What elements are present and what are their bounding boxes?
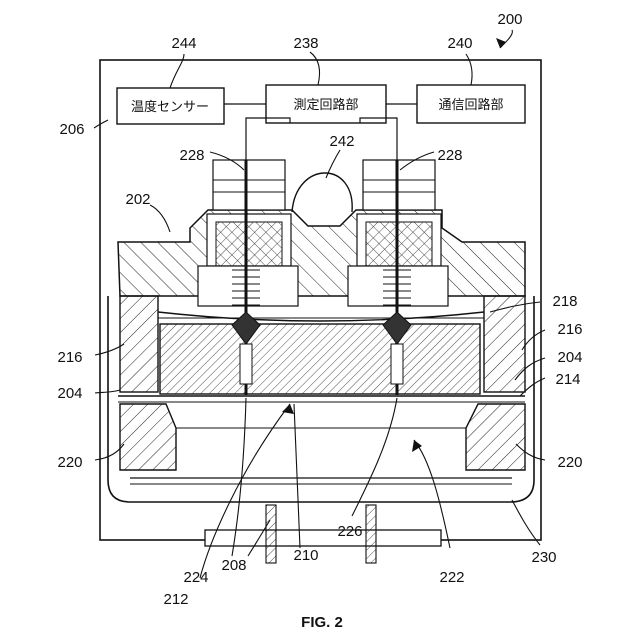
electrode-via-right [391, 344, 403, 384]
ref-204-right: 204 [557, 349, 582, 366]
ref-228-left: 228 [179, 147, 204, 164]
lead-wire-left [246, 118, 290, 160]
diaphragm [158, 312, 484, 321]
ref-240: 240 [447, 35, 472, 52]
communication-circuit-label: 通信回路部 [438, 97, 503, 112]
ref-214: 214 [555, 371, 580, 388]
ref-206: 206 [59, 121, 84, 138]
temperature-sensor-label: 温度センサー [131, 99, 209, 114]
ref-212: 212 [163, 591, 188, 608]
side-wall-left [120, 296, 158, 392]
ref-216-right: 216 [557, 321, 582, 338]
top-body [118, 210, 525, 296]
ref-222: 222 [439, 569, 464, 586]
ref-244: 244 [171, 35, 196, 52]
sensor-element [160, 324, 480, 394]
fitting [205, 505, 441, 563]
arrow-head [496, 38, 506, 48]
lower-ring-left [120, 404, 176, 470]
temperature-sensor-box: 温度センサー [117, 88, 224, 124]
ref-208: 208 [221, 557, 246, 574]
figure-caption: FIG. 2 [301, 614, 343, 631]
ref-224: 224 [183, 569, 208, 586]
side-wall-right [484, 296, 525, 392]
ref-220-right: 220 [557, 454, 582, 471]
ref-204-left: 204 [57, 385, 82, 402]
cable-arc [292, 173, 352, 212]
ref-200: 200 [497, 11, 522, 28]
ref-228-right: 228 [437, 147, 462, 164]
measurement-circuit-box: 測定回路部 [266, 85, 386, 123]
electrode-via-left [240, 344, 252, 384]
ref-220-left: 220 [57, 454, 82, 471]
ref-216-left: 216 [57, 349, 82, 366]
measurement-circuit-label: 測定回路部 [293, 97, 358, 112]
lower-ring-right [466, 404, 525, 470]
ref-238: 238 [293, 35, 318, 52]
ref-210: 210 [293, 547, 318, 564]
communication-circuit-box: 通信回路部 [417, 85, 525, 123]
ref-218: 218 [552, 293, 577, 310]
ref-242: 242 [329, 133, 354, 150]
ref-202: 202 [125, 191, 150, 208]
ref-226: 226 [337, 523, 362, 540]
lead-wire-right [360, 118, 397, 160]
ref-230: 230 [531, 549, 556, 566]
